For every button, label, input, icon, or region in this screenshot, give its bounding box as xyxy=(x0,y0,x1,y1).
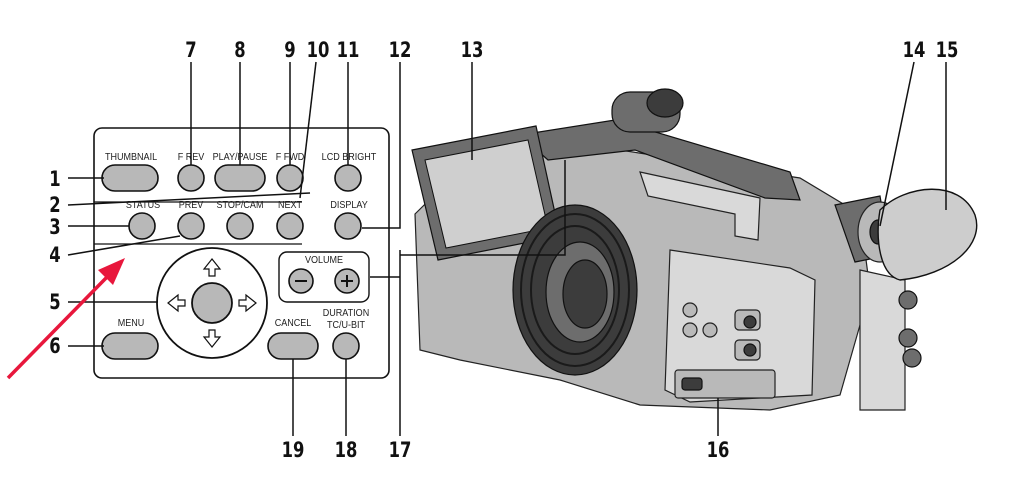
display-label: DISPLAY xyxy=(330,199,368,211)
lens-assembly xyxy=(512,204,638,376)
callout-11: 11 xyxy=(337,39,360,62)
callout-19: 19 xyxy=(282,439,305,462)
thumbnail-label: THUMBNAIL xyxy=(105,151,158,163)
leader-lines xyxy=(67,61,947,436)
callout-1: 1 xyxy=(49,168,60,191)
next-label: NEXT xyxy=(278,199,302,211)
status-label: STATUS xyxy=(126,199,161,211)
tc-ubit-label: TC/U-BIT xyxy=(327,319,365,331)
arrow-left-icon[interactable] xyxy=(167,293,186,313)
callout-12: 12 xyxy=(389,39,412,62)
directional-pad[interactable] xyxy=(156,247,268,359)
lens-glass xyxy=(562,259,608,329)
arrow-up-icon[interactable] xyxy=(202,258,222,277)
cancel-button[interactable] xyxy=(267,332,319,360)
callout-10: 10 xyxy=(307,39,330,62)
callout-4: 4 xyxy=(49,244,60,267)
duration-button[interactable] xyxy=(332,332,360,360)
prev-label: PREV xyxy=(179,199,204,211)
leader-12 xyxy=(362,62,401,229)
next-button[interactable] xyxy=(276,212,304,240)
rear-knob-c xyxy=(902,348,922,368)
zoom-ring xyxy=(530,225,620,355)
bottom-slot xyxy=(681,377,703,391)
prev-button[interactable] xyxy=(177,212,205,240)
eyecup xyxy=(877,188,978,281)
side-dial-a xyxy=(743,315,757,329)
callout-3: 3 xyxy=(49,216,60,239)
f-fwd-button[interactable] xyxy=(276,164,304,192)
arrow-right-icon[interactable] xyxy=(238,293,257,313)
highlight-arrow xyxy=(6,258,125,380)
side-button-b xyxy=(682,322,698,338)
rear-panel xyxy=(859,269,906,411)
camcorder-body xyxy=(411,88,978,411)
display-button[interactable] xyxy=(334,212,362,240)
cancel-label: CANCEL xyxy=(275,317,312,329)
callout-8: 8 xyxy=(234,39,245,62)
thumbnail-button[interactable] xyxy=(101,164,159,192)
leader-17b xyxy=(400,160,566,256)
leader-10 xyxy=(299,61,317,199)
callout-17: 17 xyxy=(389,439,412,462)
rear-knob-a xyxy=(898,290,918,310)
callout-7: 7 xyxy=(185,39,196,62)
volume-label: VOLUME xyxy=(305,254,344,266)
menu-button[interactable] xyxy=(101,332,159,360)
leader-14 xyxy=(879,61,915,227)
leader-2 xyxy=(67,192,311,206)
lcd-bright-label: LCD BRIGHT xyxy=(322,151,377,163)
side-button-a xyxy=(682,302,698,318)
arrow-shaft xyxy=(6,274,110,380)
stop-cam-label: STOP/CAM xyxy=(217,199,264,211)
play-pause-button[interactable] xyxy=(214,164,266,192)
focus-ring xyxy=(520,213,630,367)
bottom-panel xyxy=(674,369,776,399)
handle-grip xyxy=(639,171,761,241)
callout-15: 15 xyxy=(936,39,959,62)
control-panel: THUMBNAIL F REV PLAY/PAUSE F FWD LCD BRI… xyxy=(93,127,390,379)
leader-4 xyxy=(67,235,181,256)
arrow-head-icon xyxy=(98,258,125,285)
callout-18: 18 xyxy=(335,439,358,462)
callout-numbers: 1 2 3 4 5 6 7 8 9 10 11 12 13 14 15 16 1… xyxy=(49,39,958,462)
callout-2: 2 xyxy=(49,194,60,217)
callout-13: 13 xyxy=(461,39,484,62)
callout-5: 5 xyxy=(49,291,60,314)
callout-6: 6 xyxy=(49,335,60,358)
callout-14: 14 xyxy=(903,39,926,62)
rear-knob-b xyxy=(898,328,918,348)
microphone-tube xyxy=(646,88,684,118)
callout-16: 16 xyxy=(707,439,730,462)
side-button-c xyxy=(702,322,718,338)
side-dial-b xyxy=(743,343,757,357)
dpad-center-button[interactable] xyxy=(191,282,233,324)
menu-label: MENU xyxy=(118,317,145,329)
arrow-down-icon[interactable] xyxy=(202,329,222,348)
f-rev-button[interactable] xyxy=(177,164,205,192)
lcd-bright-button[interactable] xyxy=(334,164,362,192)
callout-9: 9 xyxy=(284,39,295,62)
status-button[interactable] xyxy=(128,212,156,240)
duration-label: DURATION xyxy=(323,307,369,319)
stop-cam-button[interactable] xyxy=(226,212,254,240)
